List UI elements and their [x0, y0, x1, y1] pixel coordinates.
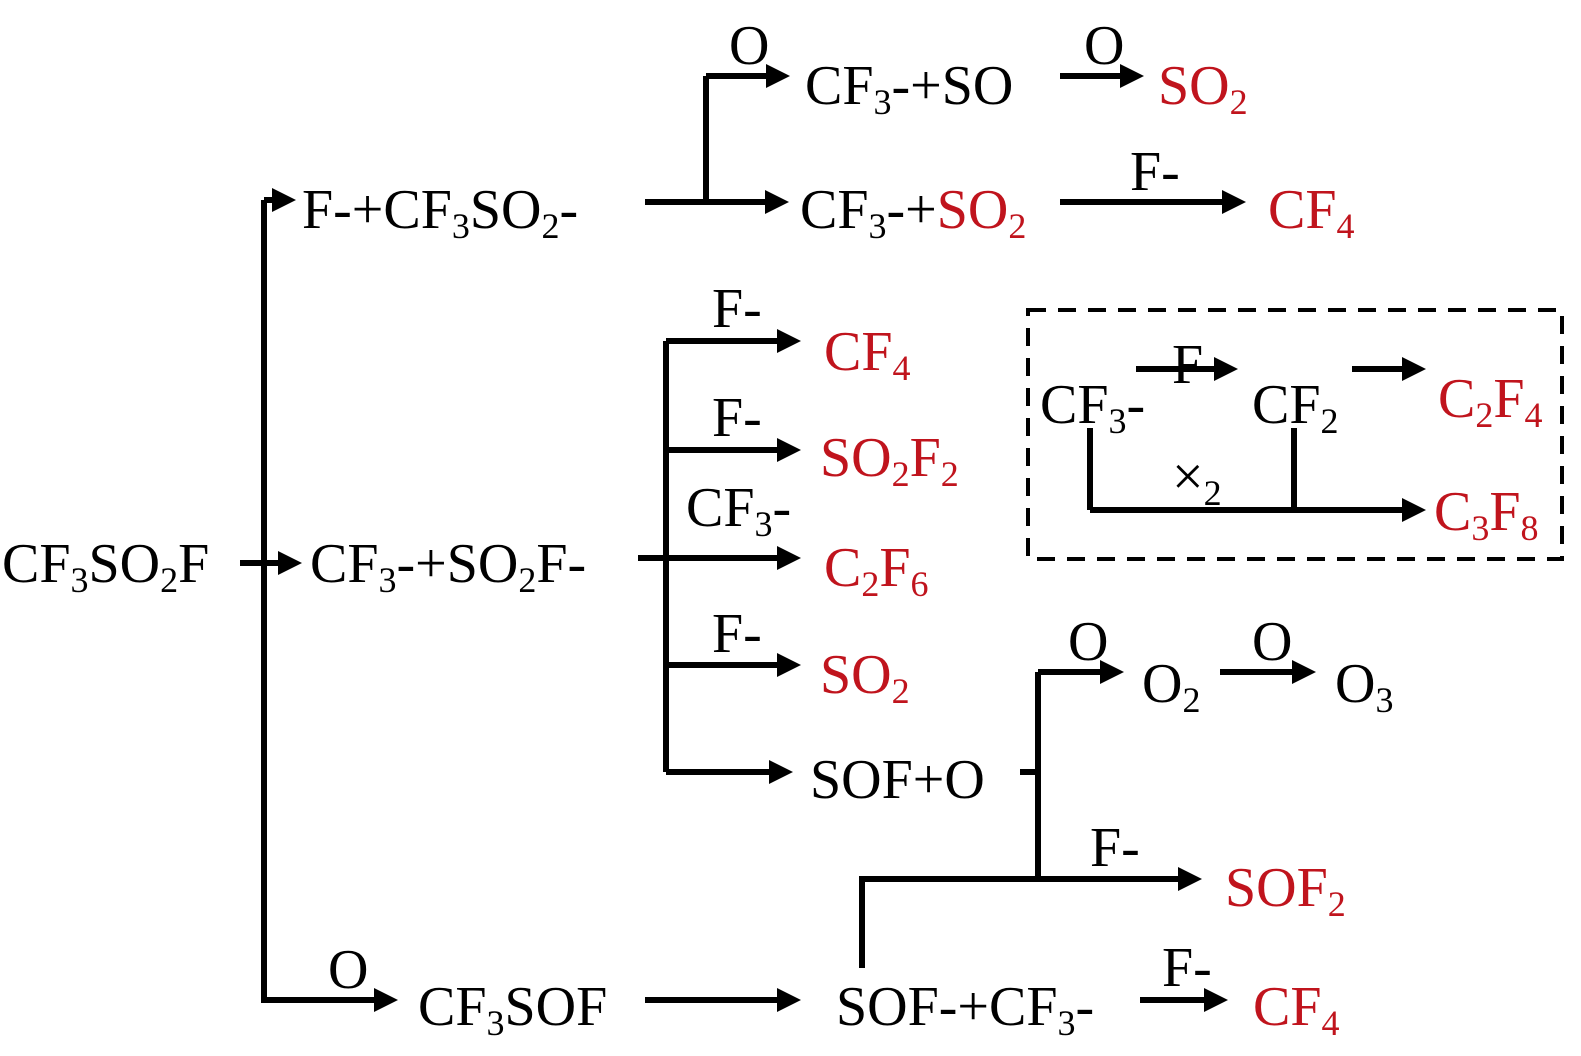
connectors [240, 64, 1426, 1012]
species-so2f2: SO2F2 [820, 427, 959, 494]
species-cf3-branch: CF3-+SO2F- [310, 533, 586, 600]
reagent-labels: O O F- F- F- CF3- F- O O F- O F- F- ×2 [328, 15, 1292, 1001]
reagent-o-o3: O [1252, 611, 1292, 673]
species-box-c2f4: C2F4 [1438, 368, 1543, 435]
species-c2f6: C2F6 [824, 537, 929, 604]
species-box-cf2: CF2 [1252, 374, 1339, 441]
species-sof2: SOF2 [1225, 857, 1346, 924]
species-box-cf3: CF3- [1040, 374, 1145, 441]
species-o3: O3 [1335, 653, 1393, 720]
species-cf3-so: CF3-+SO [805, 55, 1013, 122]
reagent-f-cf4-mid: F- [712, 278, 762, 340]
species-root: CF3SO2F [2, 533, 209, 600]
reagent-f-sof2: F- [1090, 817, 1140, 879]
reagent-cf3-c2f6: CF3- [686, 477, 791, 544]
species-cf4-bottom: CF4 [1253, 976, 1340, 1043]
species-so2-top: SO2 [1158, 55, 1248, 122]
reagent-box-x2: ×2 [1172, 446, 1222, 513]
reagent-o-cf3sof: O [328, 939, 368, 1001]
reagent-box-f: F- [1172, 334, 1222, 396]
reagent-f-so2: F- [712, 603, 762, 665]
reagent-o-so: O [1084, 15, 1124, 77]
species-cf3-so2-group: CF3-+SO2 [800, 179, 1026, 246]
species-cf3sof: CF3SOF [418, 976, 607, 1043]
reagent-o-o2: O [1068, 611, 1108, 673]
reagent-f-so2f2: F- [712, 387, 762, 449]
species-labels: CF3SO2F F-+CF3SO2- CF3-+SO2F- CF3SOF CF3… [2, 55, 1543, 1043]
species-f-branch: F-+CF3SO2- [302, 179, 578, 246]
species-o2: O2 [1142, 653, 1200, 720]
species-box-c3f8: C3F8 [1434, 481, 1539, 548]
dashed-box [1026, 308, 1564, 561]
species-sof-o: SOF+O [810, 749, 985, 811]
reagent-f-cf4-top: F- [1130, 141, 1180, 203]
species-sof-cf3: SOF-+CF3- [836, 976, 1094, 1043]
species-so2-mid: SO2 [820, 644, 910, 711]
species-cf4-top: CF4 [1268, 179, 1355, 246]
species-cf4-mid: CF4 [824, 321, 911, 388]
reagent-f-cf4-bottom: F- [1162, 937, 1212, 999]
arrow-to-sof2 [859, 867, 1202, 968]
reagent-o-top: O [729, 15, 769, 77]
